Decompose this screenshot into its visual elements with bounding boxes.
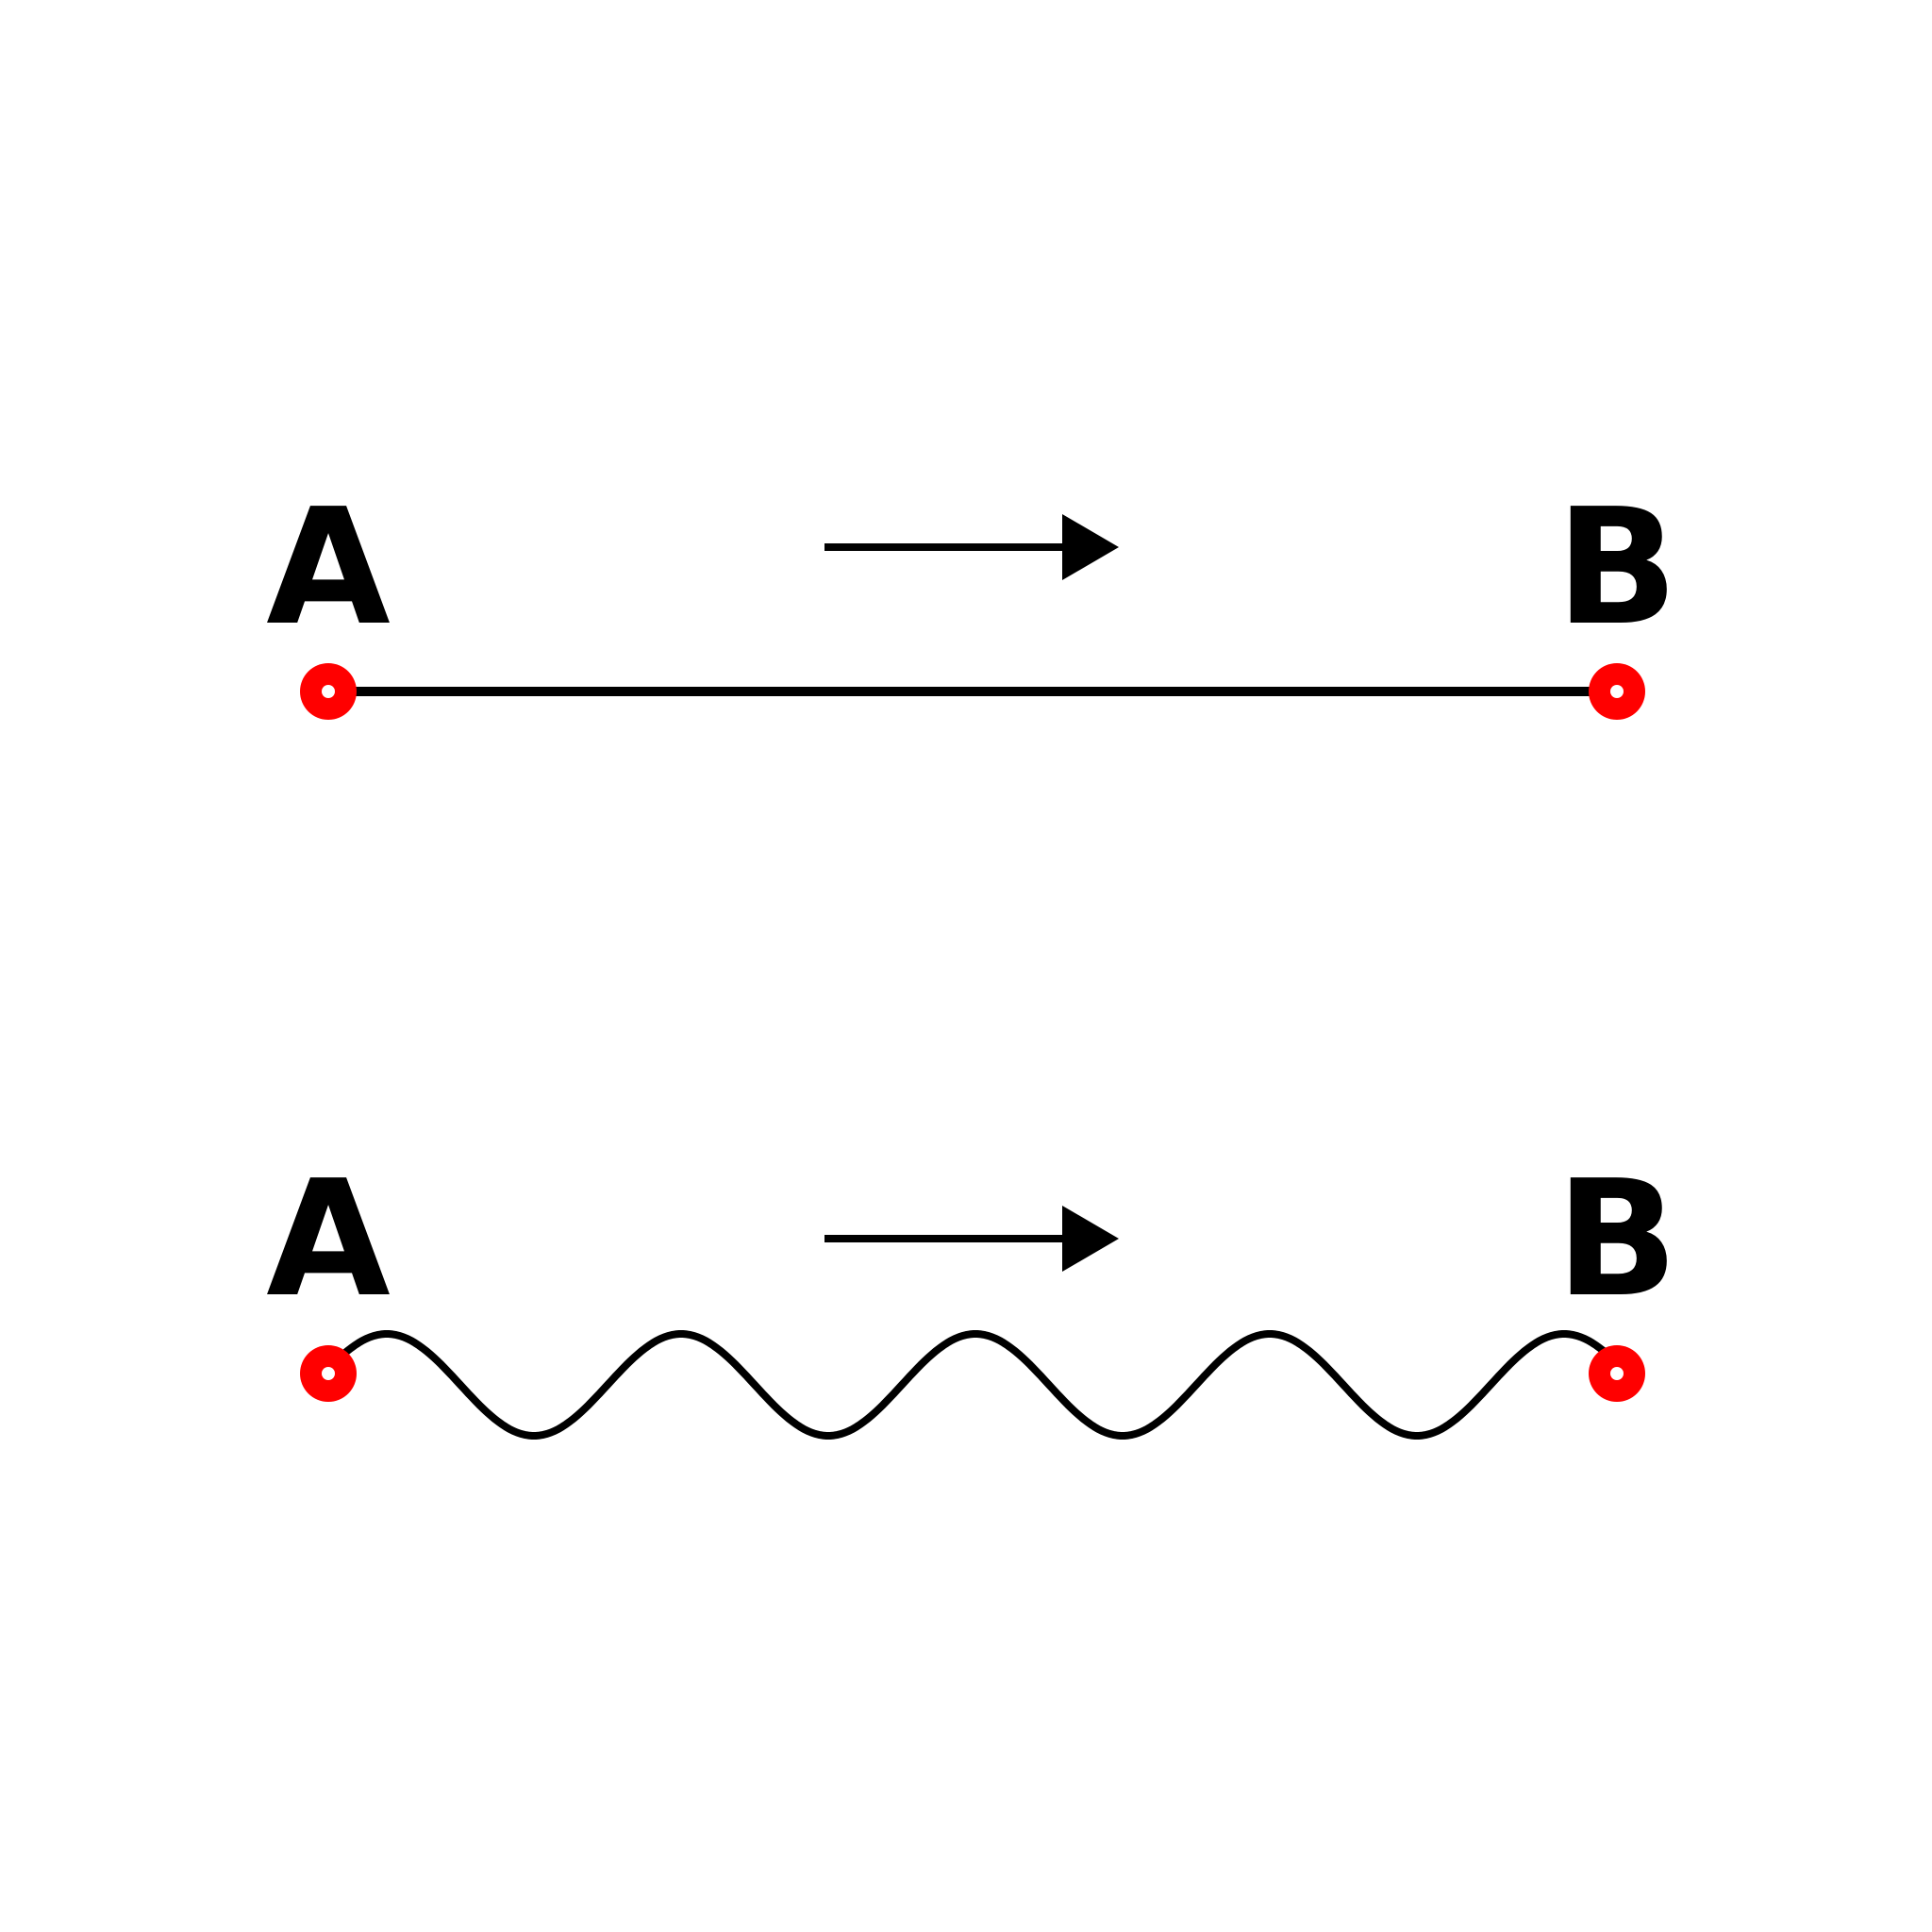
- point-a-label: A: [266, 1146, 391, 1333]
- endpoint-b: [1589, 663, 1645, 720]
- endpoint-a-hole: [322, 1367, 335, 1380]
- wavy-path: [340, 1330, 1607, 1440]
- direction-arrow: [824, 1206, 1119, 1272]
- point-b-label: B: [1556, 475, 1678, 661]
- endpoint-b: [1589, 1345, 1645, 1402]
- panel-wavy: A B: [266, 1146, 1678, 1440]
- point-b-label: B: [1556, 1146, 1678, 1333]
- panel-straight: A B: [266, 475, 1678, 720]
- point-a-label: A: [266, 475, 391, 661]
- direction-arrow: [824, 514, 1119, 580]
- arrow-head-icon: [1062, 514, 1119, 580]
- endpoint-b-hole: [1610, 1367, 1624, 1380]
- endpoint-a-hole: [322, 685, 335, 698]
- arrow-head-icon: [1062, 1206, 1119, 1272]
- endpoint-a: [300, 1345, 357, 1402]
- endpoint-a: [300, 663, 357, 720]
- endpoint-b-hole: [1610, 685, 1624, 698]
